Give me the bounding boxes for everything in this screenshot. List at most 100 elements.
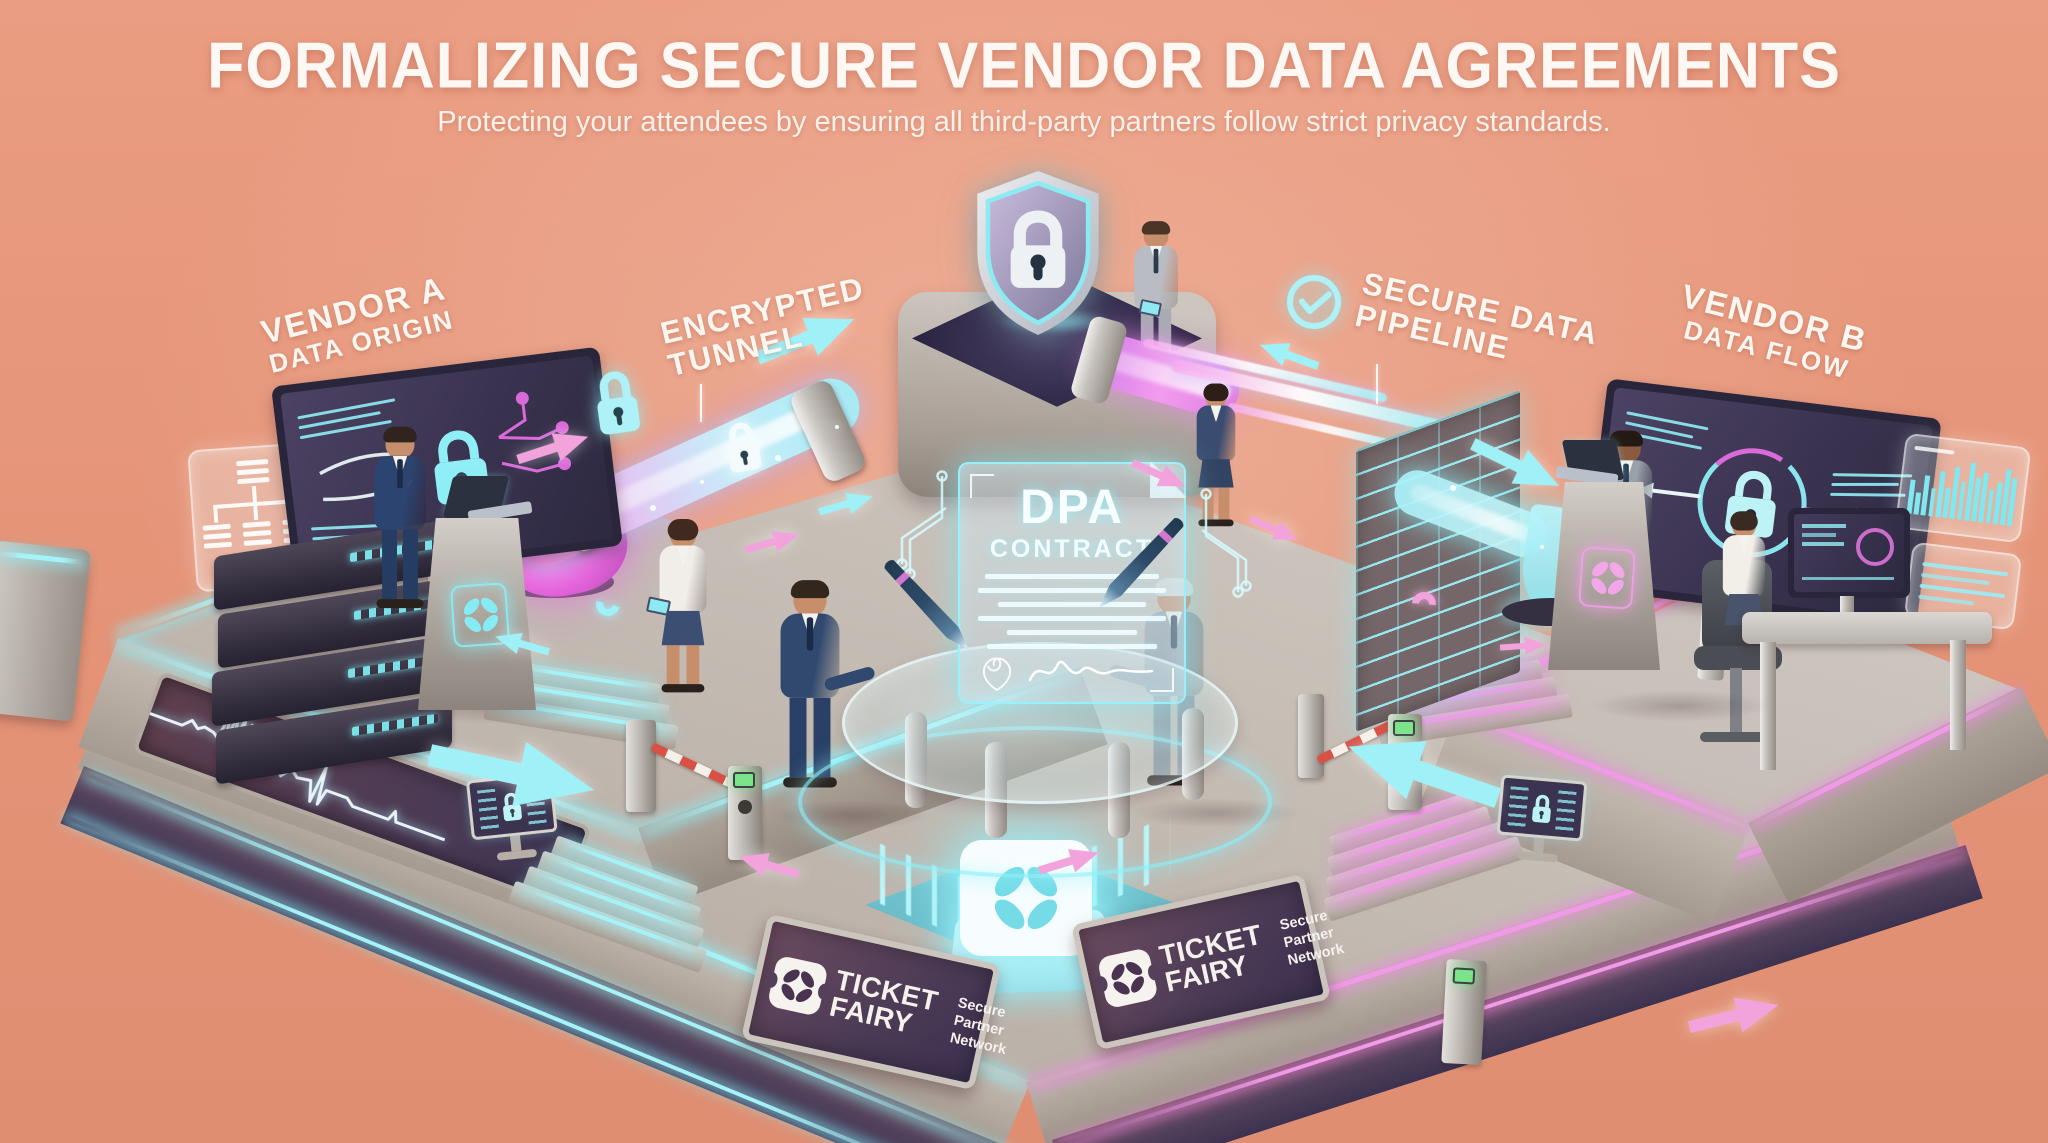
page-title: FORMALIZING SECURE VENDOR DATA AGREEMENT… xyxy=(207,28,1841,102)
person-torso xyxy=(780,613,877,698)
edge-machine xyxy=(0,540,91,722)
label-secure-pipeline: SECURE DATA PIPELINE xyxy=(1352,266,1640,392)
person-torso xyxy=(1134,245,1178,318)
monitor-row xyxy=(1802,576,1894,580)
vendor-a-podium xyxy=(418,518,536,710)
signature-flourish xyxy=(982,657,1012,691)
person-head xyxy=(1203,383,1229,408)
corner-bracket xyxy=(1150,668,1174,692)
kiosk-scanner xyxy=(738,800,752,814)
check-circle-icon xyxy=(1280,268,1348,336)
person-assistant-tablet xyxy=(645,518,711,693)
corner-bracket xyxy=(970,474,994,498)
vendor-b-podium xyxy=(1548,482,1660,670)
holo-row xyxy=(1918,594,1975,606)
monitor-stand xyxy=(1840,596,1854,614)
contract-title-sub: CONTRACT xyxy=(989,535,1155,563)
person-analyst-seated xyxy=(1718,511,1770,626)
security-monitor-screen xyxy=(1496,774,1588,842)
padlock-icon-label xyxy=(585,365,648,442)
neon-strip xyxy=(0,551,84,565)
contract-text-line xyxy=(986,644,1158,649)
person-shoes xyxy=(661,684,705,693)
person-torso xyxy=(374,455,426,530)
ground-shadow xyxy=(1590,690,1770,722)
holo-bar xyxy=(1913,492,1922,515)
kiosk-screen xyxy=(733,772,755,788)
kiosk-screen xyxy=(1452,967,1476,985)
contract-text-line xyxy=(998,602,1146,607)
person-shoes xyxy=(1198,519,1234,527)
desk-leg xyxy=(1950,640,1966,750)
person-legs xyxy=(789,697,831,778)
turnstile-kiosk xyxy=(1441,959,1487,1065)
person-torso xyxy=(645,545,707,616)
contract-text-line xyxy=(977,616,1167,621)
bar-chart-hologram xyxy=(1894,432,2032,544)
sparkle xyxy=(1540,545,1544,549)
turnstile-kiosk xyxy=(728,766,762,860)
sparkle xyxy=(700,480,704,484)
security-monitor-right xyxy=(1495,774,1588,864)
office-chair-base xyxy=(1700,732,1774,742)
monitor-row xyxy=(1802,533,1836,537)
sparkle xyxy=(835,425,839,429)
monitor-stand-post xyxy=(1533,837,1545,854)
ticket-fairy-logo xyxy=(1096,947,1159,1010)
ticket-logo-petals-icon xyxy=(769,957,826,1014)
person-shoes xyxy=(376,599,424,609)
ticket-logo-petals-icon xyxy=(1581,549,1635,606)
monitor-row xyxy=(1802,524,1846,528)
label-connector-line xyxy=(700,384,702,422)
ticket-logo-petals-icon xyxy=(1099,950,1156,1007)
sparkle xyxy=(650,505,656,511)
brand-name: TICKET FAIRY xyxy=(827,965,941,1042)
kiosk-screen xyxy=(1393,720,1415,736)
flow-arrow-icon xyxy=(1685,985,1784,1046)
person-compliance-officer xyxy=(1192,383,1239,527)
contract-text-line xyxy=(1007,630,1137,635)
monitor-text-rows xyxy=(1555,790,1577,832)
ticket-fairy-logo xyxy=(766,954,829,1017)
monitor-stand-post xyxy=(509,835,522,852)
desk-table xyxy=(1742,612,1992,644)
office-chair-pole xyxy=(1730,668,1742,734)
person-head xyxy=(790,580,830,618)
contract-text-line xyxy=(984,574,1160,579)
label-vendor-b: VENDOR B DATA FLOW xyxy=(1632,268,1909,395)
sparkle xyxy=(1450,485,1456,491)
circuit-traces-left xyxy=(896,470,948,580)
person-head xyxy=(1141,221,1171,249)
flow-arrow-icon xyxy=(1499,634,1546,657)
contract-title-main: DPA xyxy=(1020,481,1124,534)
label-connector-line xyxy=(1376,364,1378,404)
person-legs xyxy=(666,645,700,685)
person-head xyxy=(1730,511,1758,538)
person-negotiator-left xyxy=(774,580,877,788)
shield-lock-icon xyxy=(962,168,1114,338)
holo-row xyxy=(1920,572,1990,586)
contract-text-line xyxy=(977,588,1167,593)
monitor-circle-graphic xyxy=(1856,528,1894,566)
vendor-b-podium-logo xyxy=(1577,546,1637,610)
monitor-text-rows xyxy=(1507,786,1529,828)
dpa-contract-hologram: DPA CONTRACT xyxy=(958,462,1186,704)
brand-name: TICKET FAIRY xyxy=(1157,919,1270,998)
holo-chart-title-line xyxy=(1914,445,1955,455)
desk-monitor xyxy=(1788,508,1910,598)
signature-scribble xyxy=(1028,660,1154,682)
person-legs xyxy=(382,529,418,600)
sparkle xyxy=(775,455,781,461)
circuit-traces-right xyxy=(1200,488,1252,598)
person-head xyxy=(383,426,417,460)
person-skirt xyxy=(1198,459,1234,488)
person-head xyxy=(667,518,699,549)
page-subtitle: Protecting your attendees by ensuring al… xyxy=(437,106,1611,138)
turnstile-post xyxy=(626,720,656,812)
person-vendor-a-operator xyxy=(369,426,432,609)
monitor-row xyxy=(1802,542,1844,546)
person-torso xyxy=(1722,535,1766,596)
person-skirt xyxy=(661,610,705,646)
padlock-icon xyxy=(1529,792,1556,826)
